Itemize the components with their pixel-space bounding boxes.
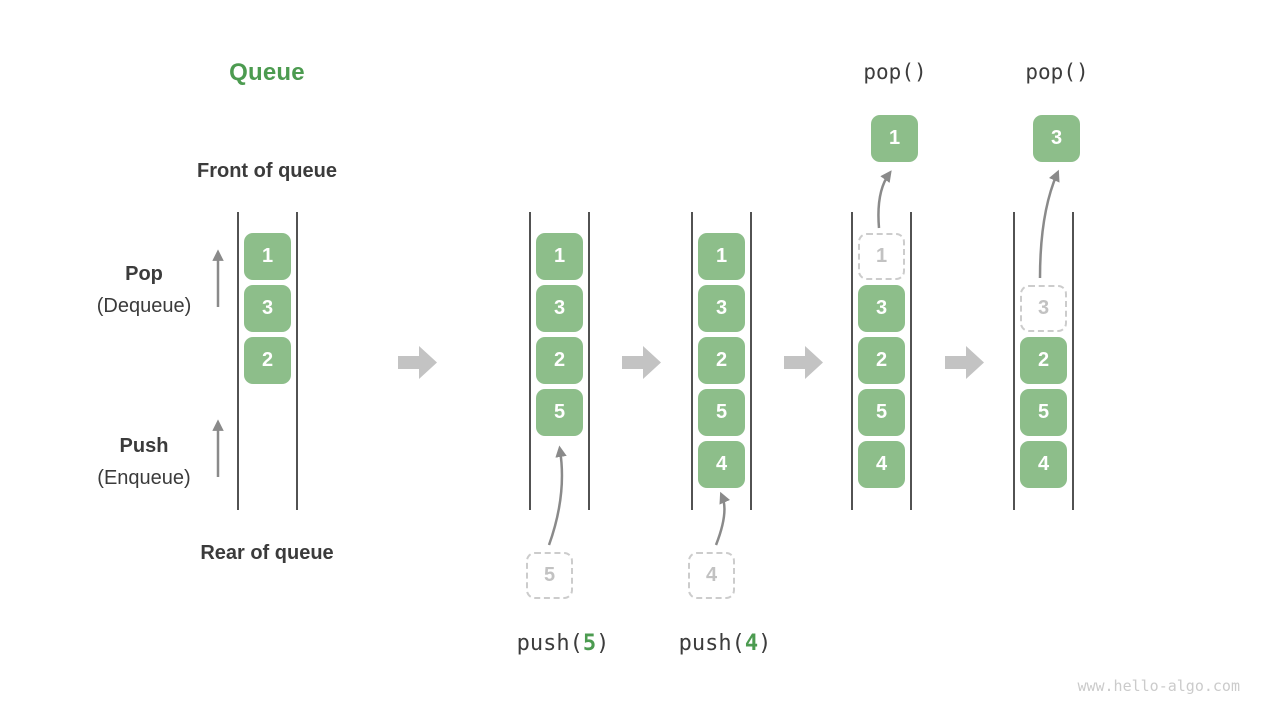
queue-column-left-line bbox=[691, 212, 693, 510]
queue-item-dashed: 3 bbox=[1020, 285, 1067, 332]
rear-of-queue-label: Rear of queue bbox=[200, 542, 334, 564]
pop-operation-label: pop() bbox=[1025, 60, 1089, 84]
push-enqueue-label: Push (Enqueue) bbox=[59, 430, 229, 494]
queue-item: 5 bbox=[1020, 389, 1067, 436]
front-of-queue-label: Front of queue bbox=[197, 160, 337, 182]
pop-operation-label: pop() bbox=[863, 60, 927, 84]
queue-item: 2 bbox=[1020, 337, 1067, 384]
queue-item: 3 bbox=[244, 285, 291, 332]
queue-column-right-line bbox=[588, 212, 590, 510]
staged-item: 4 bbox=[688, 552, 735, 599]
queue-item-dashed: 1 bbox=[858, 233, 905, 280]
popped-item: 1 bbox=[871, 115, 918, 162]
queue-column-left-line bbox=[851, 212, 853, 510]
queue-item: 3 bbox=[536, 285, 583, 332]
push-operation-label: push(4) bbox=[665, 631, 785, 656]
queue-item: 3 bbox=[858, 285, 905, 332]
pop-dequeue-label: Pop (Dequeue) bbox=[59, 258, 229, 322]
queue-item: 4 bbox=[1020, 441, 1067, 488]
push-operation-label: push(5) bbox=[503, 631, 623, 656]
queue-item: 1 bbox=[244, 233, 291, 280]
queue-item: 5 bbox=[858, 389, 905, 436]
queue-column-right-line bbox=[296, 212, 298, 510]
push-open: push( bbox=[516, 631, 583, 656]
pop-label: Pop bbox=[125, 263, 163, 285]
state-transition-arrow-2 bbox=[622, 346, 661, 379]
queue-item: 1 bbox=[698, 233, 745, 280]
diagram-title: Queue bbox=[229, 59, 305, 86]
queue-item: 2 bbox=[244, 337, 291, 384]
dequeue-label: (Dequeue) bbox=[96, 295, 192, 317]
queue-item: 2 bbox=[536, 337, 583, 384]
push-arg: 5 bbox=[582, 631, 597, 656]
queue-item: 5 bbox=[698, 389, 745, 436]
push-close: ) bbox=[596, 631, 610, 656]
queue-item: 1 bbox=[536, 233, 583, 280]
queue-column-right-line bbox=[1072, 212, 1074, 510]
state-transition-arrow-1 bbox=[398, 346, 437, 379]
push-label: Push bbox=[119, 435, 169, 457]
queue-column-right-line bbox=[750, 212, 752, 510]
push-arg: 4 bbox=[744, 631, 759, 656]
queue-item: 4 bbox=[858, 441, 905, 488]
state-transition-arrow-4 bbox=[945, 346, 984, 379]
queue-column-left-line bbox=[529, 212, 531, 510]
state-transition-arrow-3 bbox=[784, 346, 823, 379]
popped-item: 3 bbox=[1033, 115, 1080, 162]
pop-1-arrow bbox=[877, 170, 892, 229]
queue-item: 2 bbox=[698, 337, 745, 384]
push-close: ) bbox=[758, 631, 772, 656]
queue-column-left-line bbox=[237, 212, 239, 510]
queue-item: 3 bbox=[698, 285, 745, 332]
push-open: push( bbox=[678, 631, 745, 656]
queue-item: 5 bbox=[536, 389, 583, 436]
staged-item: 5 bbox=[526, 552, 573, 599]
pop-3-arrow bbox=[1038, 169, 1060, 279]
push-5-arrow bbox=[547, 445, 567, 546]
watermark: www.hello-algo.com bbox=[1077, 677, 1240, 695]
queue-item: 2 bbox=[858, 337, 905, 384]
queue-item: 4 bbox=[698, 441, 745, 488]
push-4-arrow bbox=[714, 491, 731, 546]
queue-column-right-line bbox=[910, 212, 912, 510]
queue-column-left-line bbox=[1013, 212, 1015, 510]
enqueue-label: (Enqueue) bbox=[97, 467, 191, 489]
